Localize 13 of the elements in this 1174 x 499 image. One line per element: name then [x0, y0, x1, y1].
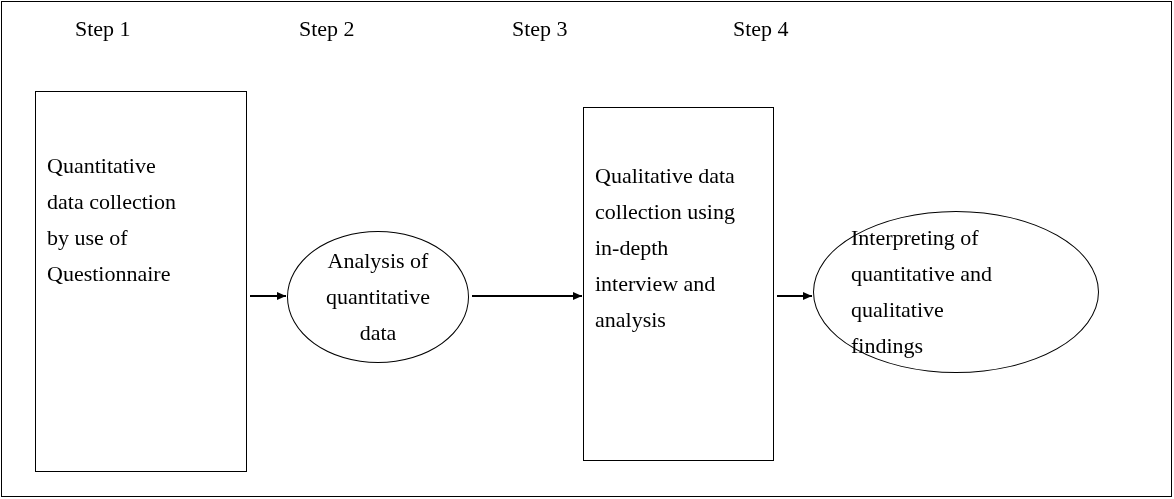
process-box	[583, 107, 774, 461]
step-label: Step 1	[75, 15, 131, 43]
process-box	[35, 91, 247, 472]
step-label: Step 4	[733, 15, 789, 43]
node-text: Interpreting of quantitative and qualitative findings	[851, 224, 994, 360]
node-text: Analysis of quantitative data	[325, 247, 431, 347]
arrow	[249, 292, 287, 300]
step-label: Step 2	[299, 15, 355, 43]
arrow	[471, 292, 583, 300]
arrow	[776, 292, 813, 300]
node-text: Quantitative data collection by use of Questionnaire	[47, 152, 177, 288]
step-label: Step 3	[512, 15, 568, 43]
node-text: Qualitative data collection using in-depth interview and analysis	[595, 162, 736, 334]
